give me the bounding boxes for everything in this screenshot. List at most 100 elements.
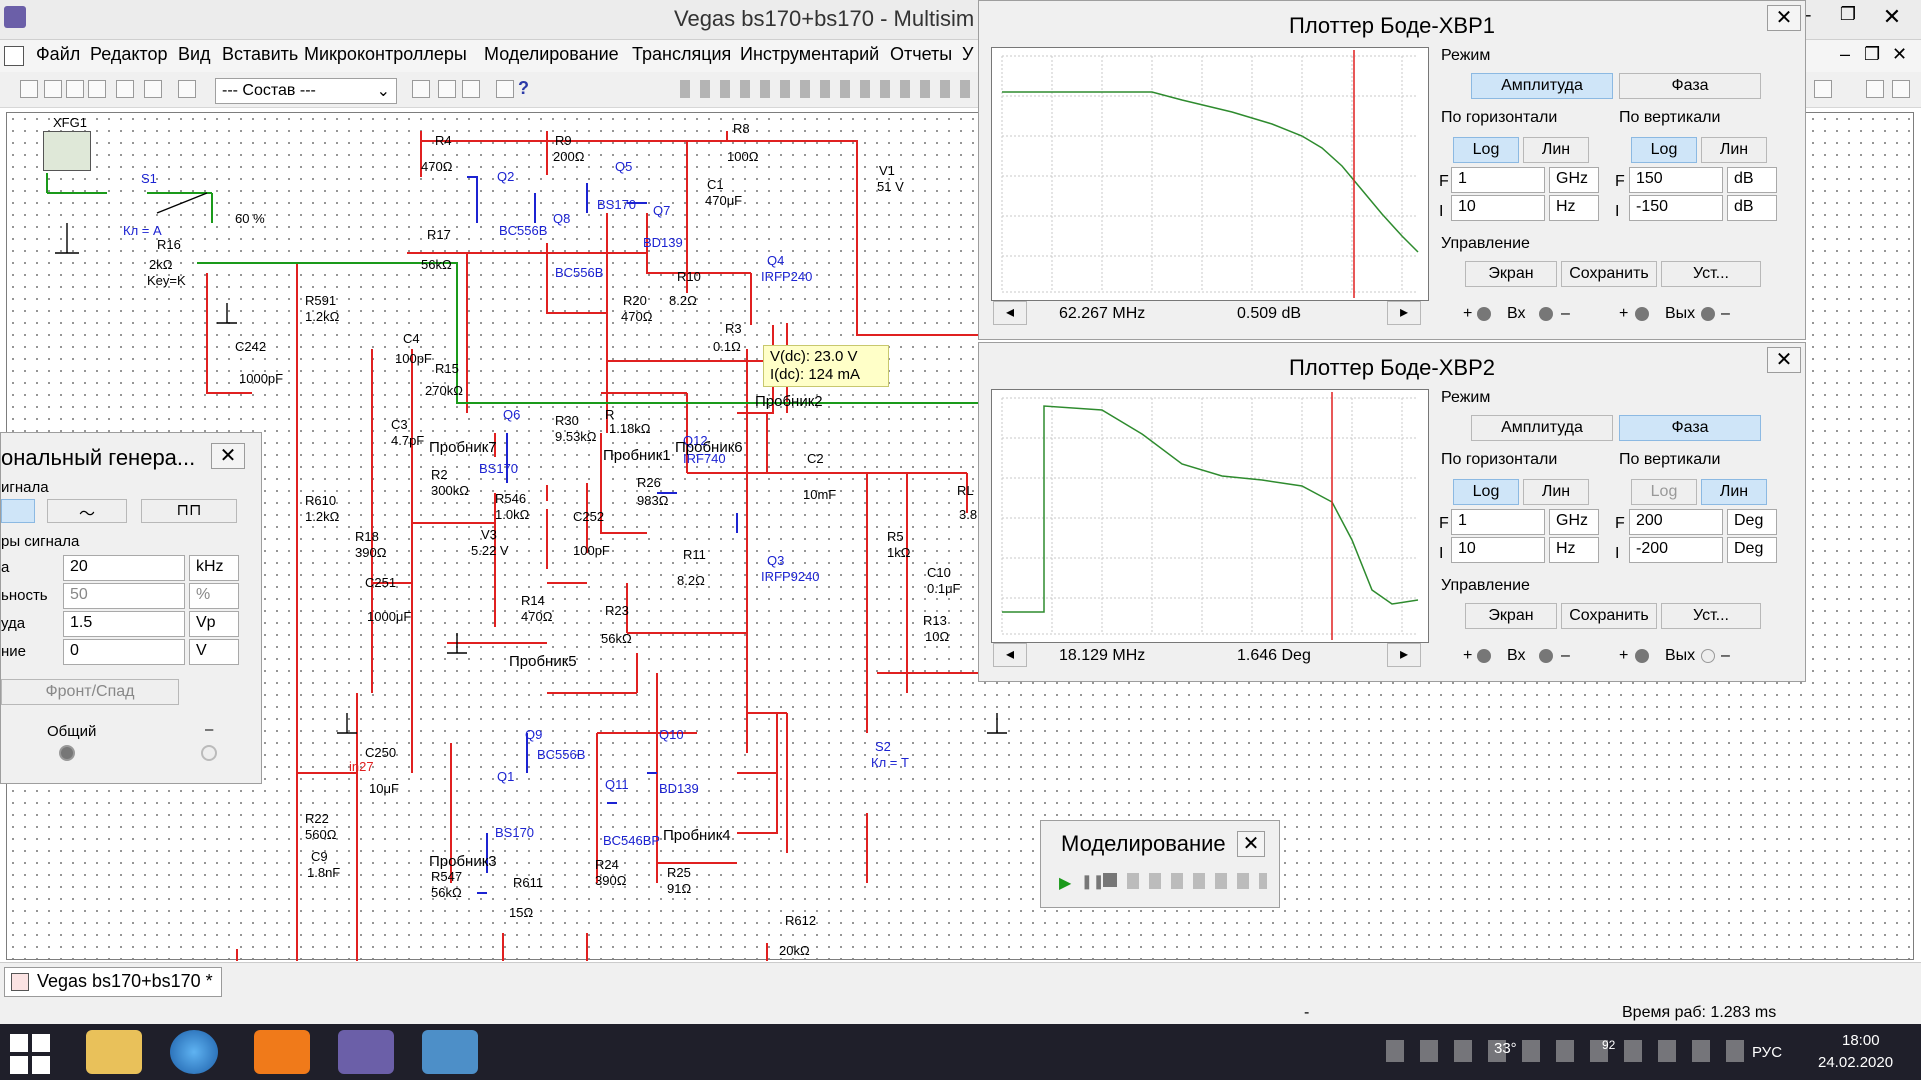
component-select[interactable]: --- Состав --- ⌄ bbox=[215, 78, 397, 104]
fg-rise-fall-button[interactable]: Фронт/Спад bbox=[1, 679, 179, 705]
tray-language[interactable]: РУС bbox=[1752, 1044, 1783, 1061]
bode1-h-f-unit[interactable]: GHz bbox=[1549, 167, 1599, 193]
menu-view[interactable]: Вид bbox=[178, 44, 211, 64]
bode2-phase-button[interactable]: Фаза bbox=[1619, 415, 1761, 441]
menu-transfer[interactable]: Трансляция bbox=[632, 44, 732, 64]
bode1-close-icon[interactable]: ✕ bbox=[1767, 5, 1801, 31]
fg-amp-unit[interactable]: Vp bbox=[189, 611, 239, 637]
menu-insert[interactable]: Вставить bbox=[222, 44, 299, 64]
bode2-out-plus-terminal[interactable] bbox=[1635, 649, 1649, 663]
pause-icon[interactable]: ❚❚ bbox=[1081, 873, 1105, 889]
bode1-out-plus-terminal[interactable] bbox=[1635, 307, 1649, 321]
maximize-icon[interactable]: ❐ bbox=[1839, 4, 1857, 24]
bode2-in-plus-terminal[interactable] bbox=[1477, 649, 1491, 663]
tb-icon-3[interactable] bbox=[66, 80, 84, 98]
play-icon[interactable]: ▶ bbox=[1059, 875, 1072, 892]
fg-offset-input[interactable]: 0 bbox=[63, 639, 185, 665]
bode1-amplitude-button[interactable]: Амплитуда bbox=[1471, 73, 1613, 99]
bode2-v-lin-button[interactable]: Лин bbox=[1701, 479, 1767, 505]
wave-square-button[interactable]: ⊓⊓ bbox=[141, 499, 237, 523]
mdi-minimize-icon[interactable]: – bbox=[1840, 44, 1851, 64]
fg-close-icon[interactable]: ✕ bbox=[211, 443, 245, 469]
tray-date[interactable]: 24.02.2020 bbox=[1818, 1054, 1894, 1071]
tb-icon-10[interactable] bbox=[462, 80, 480, 98]
wave-sine-button[interactable] bbox=[1, 499, 35, 523]
tb-icon-5[interactable] bbox=[116, 80, 134, 98]
bode2-h-lin-button[interactable]: Лин bbox=[1523, 479, 1589, 505]
tb-icon-11[interactable] bbox=[496, 80, 514, 98]
bode1-v-f-input[interactable]: 150 bbox=[1629, 167, 1723, 193]
instrument-icons[interactable] bbox=[680, 80, 980, 98]
bode2-screen-button[interactable]: Экран bbox=[1465, 603, 1557, 629]
bode2-save-button[interactable]: Сохранить bbox=[1561, 603, 1657, 629]
bode2-amplitude-button[interactable]: Амплитуда bbox=[1471, 415, 1613, 441]
bode2-plot[interactable] bbox=[991, 389, 1429, 643]
fg-duty-unit[interactable]: % bbox=[189, 583, 239, 609]
bode1-right-arrow[interactable]: ▸ bbox=[1387, 301, 1421, 325]
bode2-v-log-button[interactable]: Log bbox=[1631, 479, 1697, 505]
menu-mcu[interactable]: Микроконтроллеры bbox=[304, 44, 467, 64]
app-orange-icon[interactable] bbox=[254, 1030, 310, 1074]
bode2-h-f-unit[interactable]: GHz bbox=[1549, 509, 1599, 535]
tb-icon-1[interactable] bbox=[20, 80, 38, 98]
bode2-close-icon[interactable]: ✕ bbox=[1767, 347, 1801, 373]
fg-amp-input[interactable]: 1.5 bbox=[63, 611, 185, 637]
tray-clock[interactable]: 18:00 bbox=[1842, 1032, 1880, 1049]
bode2-v-i-input[interactable]: -200 bbox=[1629, 537, 1723, 563]
menu-simulate[interactable]: Моделирование bbox=[484, 44, 619, 64]
bode1-v-log-button[interactable]: Log bbox=[1631, 137, 1697, 163]
bode1-v-lin-button[interactable]: Лин bbox=[1701, 137, 1767, 163]
bode1-save-button[interactable]: Сохранить bbox=[1561, 261, 1657, 287]
tb-icon-12[interactable] bbox=[1814, 80, 1832, 98]
wave-triangle-button[interactable]: 〜 bbox=[47, 499, 127, 523]
bode1-h-f-input[interactable]: 1 bbox=[1451, 167, 1545, 193]
bode1-v-i-input[interactable]: -150 bbox=[1629, 195, 1723, 221]
tb-icon-6[interactable] bbox=[144, 80, 162, 98]
bode1-v-f-unit[interactable]: dB bbox=[1727, 167, 1777, 193]
menu-file[interactable]: Файл bbox=[36, 44, 81, 64]
menu-tools[interactable]: Инструментарий bbox=[740, 44, 880, 64]
bode1-h-lin-button[interactable]: Лин bbox=[1523, 137, 1589, 163]
tb-icon-8[interactable] bbox=[412, 80, 430, 98]
bode1-phase-button[interactable]: Фаза bbox=[1619, 73, 1761, 99]
menu-reports[interactable]: Отчеты bbox=[890, 44, 953, 64]
bode1-v-i-unit[interactable]: dB bbox=[1727, 195, 1777, 221]
bode1-screen-button[interactable]: Экран bbox=[1465, 261, 1557, 287]
tb-icon-7[interactable] bbox=[178, 80, 196, 98]
bode2-right-arrow[interactable]: ▸ bbox=[1387, 643, 1421, 667]
fg-freq-input[interactable]: 20 bbox=[63, 555, 185, 581]
fg-offset-unit[interactable]: V bbox=[189, 639, 239, 665]
doc-tab[interactable]: Vegas bs170+bs170 * bbox=[4, 967, 222, 997]
tb-icon-9[interactable] bbox=[438, 80, 456, 98]
bode2-in-minus-terminal[interactable] bbox=[1539, 649, 1553, 663]
bode1-left-arrow[interactable]: ◂ bbox=[993, 301, 1027, 325]
mdi-restore-icon[interactable]: ❐ bbox=[1864, 44, 1881, 64]
windows-start-icon[interactable] bbox=[10, 1034, 50, 1074]
bode1-settings-button[interactable]: Уст... bbox=[1661, 261, 1761, 287]
bode1-in-minus-terminal[interactable] bbox=[1539, 307, 1553, 321]
sim-close-icon[interactable]: ✕ bbox=[1237, 831, 1265, 857]
bode1-h-i-unit[interactable]: Hz bbox=[1549, 195, 1599, 221]
sim-tool-icons[interactable] bbox=[1127, 873, 1267, 889]
explorer-icon[interactable] bbox=[86, 1030, 142, 1074]
bode2-h-f-input[interactable]: 1 bbox=[1451, 509, 1545, 535]
menu-more[interactable]: У bbox=[962, 44, 974, 64]
bode2-h-i-input[interactable]: 10 bbox=[1451, 537, 1545, 563]
fg-freq-unit[interactable]: kHz bbox=[189, 555, 239, 581]
fg-duty-input[interactable]: 50 bbox=[63, 583, 185, 609]
bode2-settings-button[interactable]: Уст... bbox=[1661, 603, 1761, 629]
tb-icon-4[interactable] bbox=[88, 80, 106, 98]
bode2-h-log-button[interactable]: Log bbox=[1453, 479, 1519, 505]
bode2-v-i-unit[interactable]: Deg bbox=[1727, 537, 1777, 563]
bode2-left-arrow[interactable]: ◂ bbox=[993, 643, 1027, 667]
tb-icon-14[interactable] bbox=[1892, 80, 1910, 98]
menu-edit[interactable]: Редактор bbox=[90, 44, 168, 64]
bode1-out-minus-terminal[interactable] bbox=[1701, 307, 1715, 321]
multisim-icon[interactable] bbox=[338, 1030, 394, 1074]
tb-icon-2[interactable] bbox=[44, 80, 62, 98]
bode1-h-i-input[interactable]: 10 bbox=[1451, 195, 1545, 221]
photo-viewer-icon[interactable] bbox=[422, 1030, 478, 1074]
help-icon[interactable]: ? bbox=[518, 78, 529, 98]
bode1-h-log-button[interactable]: Log bbox=[1453, 137, 1519, 163]
bode1-in-plus-terminal[interactable] bbox=[1477, 307, 1491, 321]
